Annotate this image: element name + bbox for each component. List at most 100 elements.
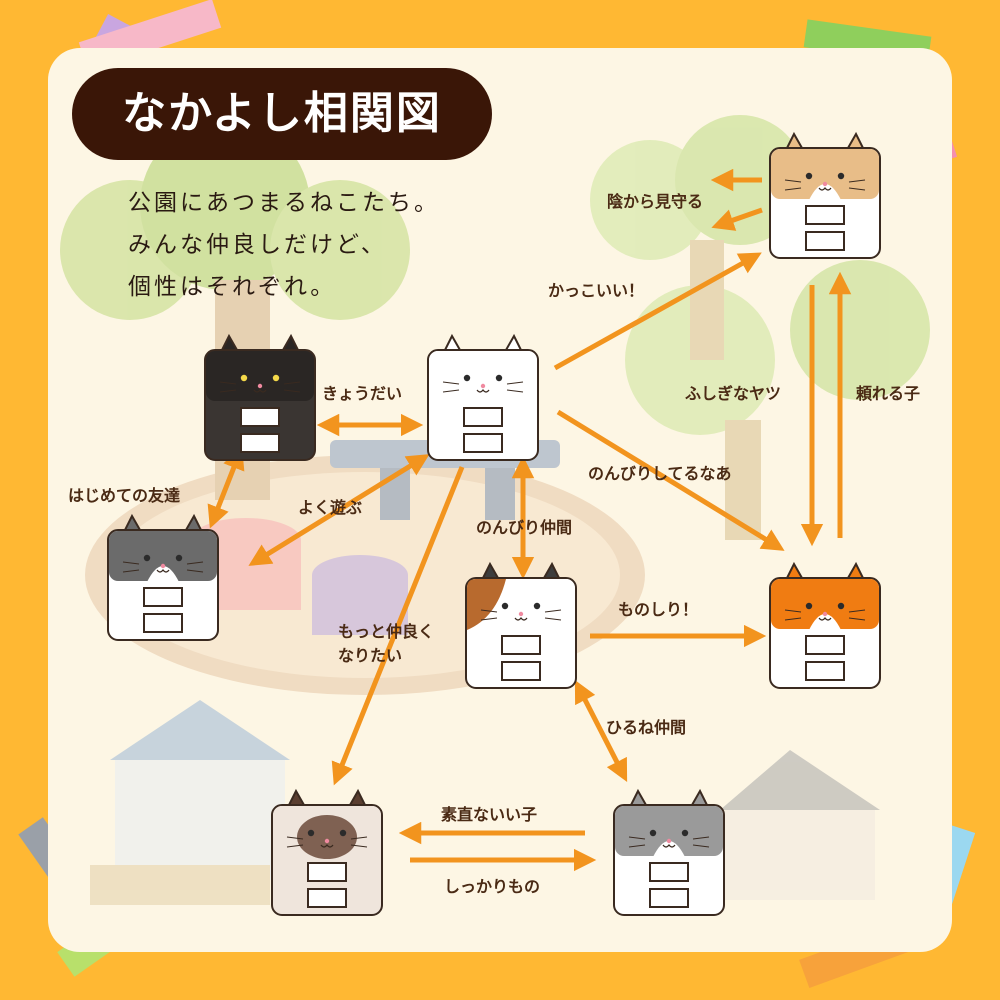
cat-hachiware-name-plate [143,587,183,607]
cat-tabby-scar-nose [822,181,828,187]
cat-siamese-name-plate [307,862,347,882]
cat-tabby-scar-whisker [848,179,866,183]
cat-hachiware-fur [109,531,217,581]
bench-leg-2 [485,468,515,520]
relation-label-motto: もっと仲良く なりたい [338,622,435,665]
cat-hachiware-whisker [186,561,204,565]
cat-siamese-role-plate [307,888,347,908]
cat-black-whisker [283,381,301,385]
cat-node-calico [465,561,577,689]
relation-label-kage: 陰から見守る [607,192,704,211]
cat-black-right-eye [272,374,280,382]
cat-white-name-plate [463,407,503,427]
cat-gray-mouth [662,844,676,848]
arrow-calico-gray [574,679,628,783]
cat-white-whisker [506,381,524,385]
title-banner [72,68,492,160]
cat-orange-whisker [848,609,866,613]
intro-line-3: 個性はそれぞれ。 [128,274,337,300]
cat-black-whisker [283,389,301,393]
cat-node-siamese [271,788,383,916]
cat-calico-right-eye [533,602,541,610]
relation-label-shikkari: しっかりもの [444,877,541,896]
cat-gray-fur [615,806,723,856]
house-right-roof [720,750,880,810]
cat-orange-left-eye [805,602,813,610]
cat-orange-whisker [848,617,866,621]
page-title: なかよし相関図 [122,88,442,139]
cat-node-orange [769,561,881,689]
relation-label-tayoreru: 頼れる子 [856,384,921,403]
relation-label-fushigi: ふしぎなヤツ [685,384,782,403]
cat-black-fur [206,351,314,401]
cat-calico-left-eye [501,602,509,610]
cat-black-name-plate [240,407,280,427]
cat-orange-role-plate [805,661,845,681]
cat-tabby-scar-blaze [809,184,841,200]
cat-tabby-scar-whisker [848,187,866,191]
cat-black-left-eye [240,374,248,382]
relation-arrows [207,168,852,872]
intro-line-1: 公園にあつまるねこたち。 [128,190,440,216]
relation-label-nonbiri-nakama: のんびり仲間 [476,518,573,537]
cat-siamese-whisker [286,836,304,840]
cat-tabby-scar-whisker [784,179,802,183]
cat-calico-whisker [480,617,498,621]
cat-hachiware-left-eye [143,554,151,562]
relation-label-hajimete: はじめての友達 [68,486,181,505]
arrow-white-hachiware [248,454,430,566]
cat-gray-left-eye [649,829,657,837]
relation-label-hirune: ひるね仲間 [606,718,687,737]
cat-tabby-scar-left-eye [805,172,813,180]
relation-label-monoshiri: ものしり！ [618,600,699,619]
cat-white-whisker [442,381,460,385]
cat-white-role-plate [463,433,503,453]
cat-node-gray [613,788,725,916]
cat-black-whisker [219,381,237,385]
cat-calico-whisker [544,617,562,621]
cat-hachiware-whisker [122,569,140,573]
relation-label-kakkoii: かっこいい！ [548,281,645,300]
cat-gray-nose [666,838,672,844]
cat-white-fur [429,351,537,401]
cat-gray-right-eye [681,829,689,837]
cat-nodes [107,131,881,916]
cat-white-nose [480,383,486,389]
intro-line-2: みんな仲良しだけど、 [128,232,387,258]
cat-orange-nose [822,611,828,617]
cat-siamese-nose [324,838,330,844]
arrow-watch-2 [711,207,763,231]
tree-right-trunk [690,240,724,360]
cat-gray-name-plate [649,862,689,882]
relation-label-nonbiri-shiteru: のんびりしてるなあ [588,464,732,483]
cat-orange-whisker [784,617,802,621]
house-right-body [725,810,875,900]
cat-node-white [427,333,539,461]
cat-black-mouth [253,389,267,393]
cat-hachiware-blaze [147,566,179,582]
cat-calico-name-plate [501,635,541,655]
cat-calico-role-plate [501,661,541,681]
cat-hachiware-whisker [186,569,204,573]
cat-orange-right-eye [837,602,845,610]
house-left-roof [110,700,290,760]
house-left-wall [90,865,270,905]
cat-orange-name-plate [805,635,845,655]
cat-white-left-eye [463,374,471,382]
stool-purple-body [312,575,408,635]
cat-hachiware-whisker [122,561,140,565]
cat-tabby-scar-fur [771,149,879,199]
tree-right-leaves-4 [790,260,930,400]
relation-label-yoku-asobu: よく遊ぶ [298,498,363,517]
cat-siamese-mask [297,815,357,859]
cat-orange-mouth [818,617,832,621]
arrow-black-hachiware [207,446,245,529]
cat-calico-mouth [514,617,528,621]
cat-node-hachiware [107,513,219,641]
cat-gray-whisker [692,844,710,848]
cat-black-whisker [219,389,237,393]
cat-calico-whisker [480,609,498,613]
arrow-white-tabby [553,252,762,371]
